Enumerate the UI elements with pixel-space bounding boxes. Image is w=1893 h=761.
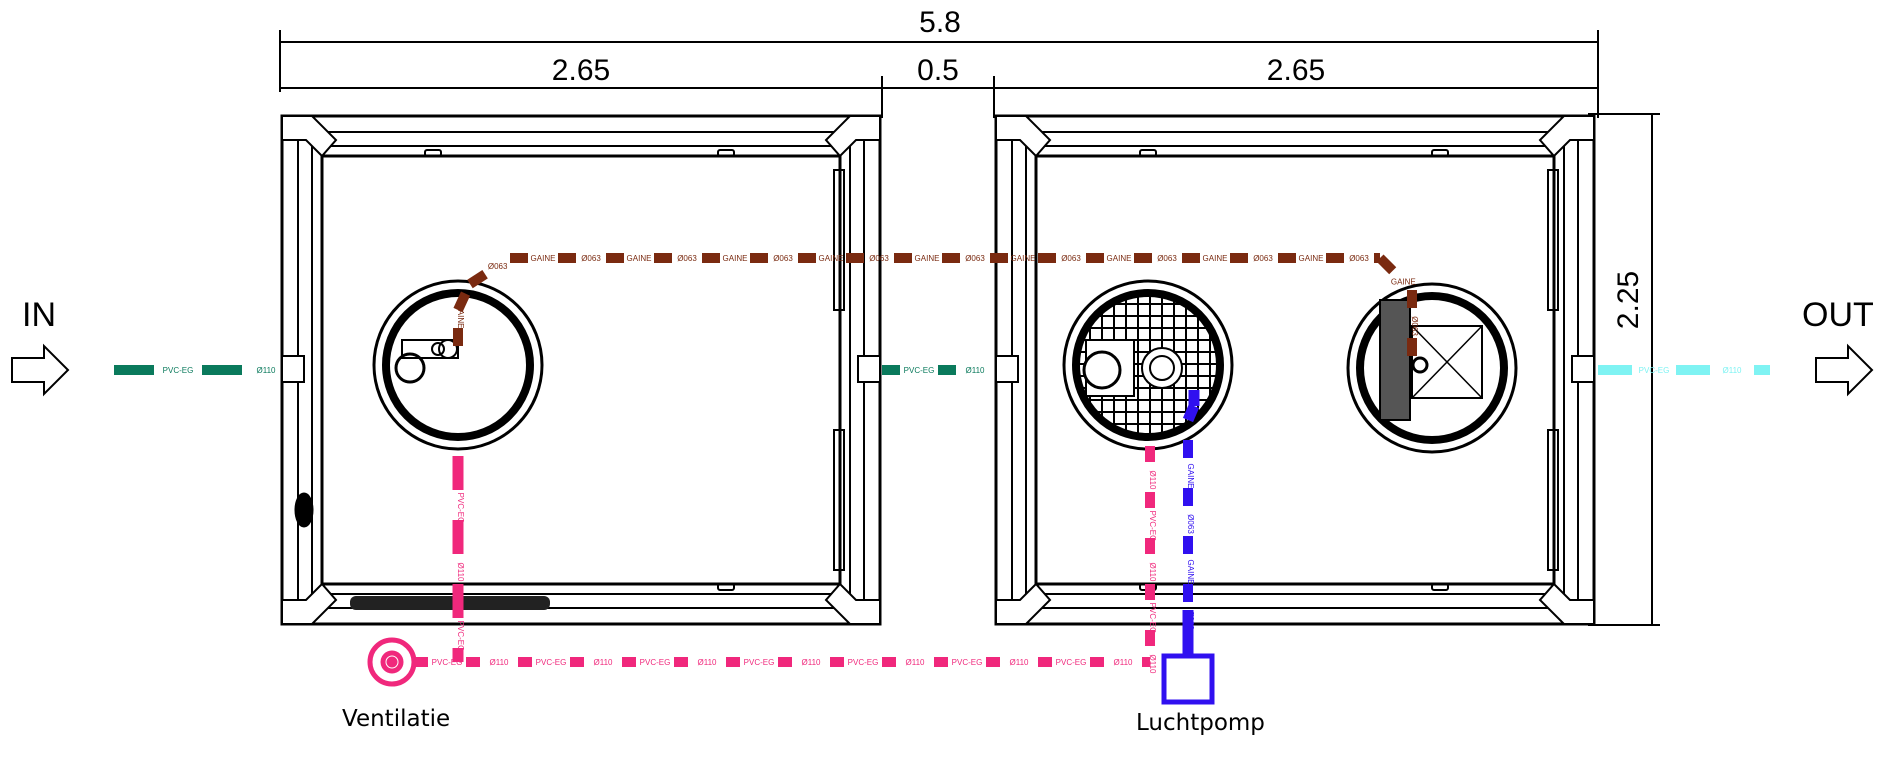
pipe-label: Ø110 [1148,655,1157,675]
ventilation-icon [367,637,417,687]
pipe-label: GAINE [1203,254,1228,263]
pipe-label: Ø110 [257,366,277,375]
label-outlet: OUT [1802,296,1874,334]
pipe-label: Ø110 [456,563,465,583]
dim-total-width: 5.8 [919,6,961,39]
inspection-opening-left [372,279,544,451]
pipe-segment [1182,403,1200,423]
pipe-label: Ø063 [1253,254,1273,263]
aeration-opening [1062,279,1234,451]
pipe-label: Ø063 [1349,254,1369,263]
pipe-label: GAINE [1011,254,1036,263]
pipe-inlet: PVC-EG Ø110 [114,365,277,375]
pipe-label: Ø063 [677,254,697,263]
pipe-label: PVC-EG [904,366,935,375]
pipe-label: PVC-EG [952,658,983,667]
label-inlet: IN [22,296,56,334]
pipe-label: Ø063 [1061,254,1081,263]
pipe-label: Ø110 [698,658,718,667]
outlet-arrow-icon [1815,343,1874,397]
pipe-air-pump [1182,390,1200,423]
pipe-label: GAINE [915,254,940,263]
pipe-label: GAINE [1186,464,1195,489]
pipe-label: PVC-EG [1056,658,1087,667]
pipe-label: Ø110 [1148,563,1157,583]
dim-height: 2.25 [1612,271,1645,329]
pipe-label: Ø110 [1148,471,1157,491]
pipe-label: PVC-EG [456,621,465,652]
pipe-label: PVC-EG [432,658,463,667]
pipe-label: PVC-EG [744,658,775,667]
pipe-label: PVC-EG [848,658,879,667]
pipe-label: Ø110 [802,658,822,667]
dimension-lines [279,30,1660,626]
pipe-label: Ø110 [594,658,614,667]
air-pump-icon [1161,653,1215,705]
pipe-label: GAINE [627,254,652,263]
pipe-label: Ø110 [490,658,510,667]
inlet-arrow-icon [11,343,70,397]
dim-tank-right-width: 2.65 [1267,54,1325,87]
pipe-stubs [281,355,1595,383]
pipe-label: Ø110 [966,366,986,375]
pipe-label: Ø063 [965,254,985,263]
label-air-pump: Luchtpomp [1136,710,1265,736]
pipe-label: PVC-EG [1148,603,1157,634]
filter-opening [1346,282,1518,454]
pipe-segment [467,269,488,289]
pipe-label: GAINE [1186,560,1195,585]
pipe-label: Ø063 [1410,316,1419,336]
pipe-label: GAINE [456,304,465,329]
tank-left [280,114,882,626]
pipe-label: Ø063 [869,254,889,263]
pipe-label: GAINE [1299,254,1324,263]
pipe-label: PVC-EG [1148,511,1157,542]
pipe-connection: PVC-EG Ø110 [882,365,986,375]
pipe-label: Ø110 [906,658,926,667]
pipe-label: GAINE [723,254,748,263]
pipe-segment [453,291,471,313]
pipe-label: GAINE [1391,277,1416,286]
pipe-label: Ø110 [1114,658,1134,667]
pipe-label: PVC-EG [1639,366,1670,375]
pipe-ventilation: PVC-EG Ø110 PVC-EG Ø110 PVC-EG Ø110 PVC-EG Ø110… [414,657,1150,667]
pipe-label: PVC-EG [536,658,567,667]
pipe-label: Ø063 [488,262,508,271]
pipe-outlet: PVC-EG Ø110 [1598,365,1770,375]
pipe-label: Ø063 [773,254,793,263]
pipe-label: Ø063 [1157,254,1177,263]
pipe-label: Ø110 [1010,658,1030,667]
pipe-label: GAINE [531,254,556,263]
pipe-label: GAINE [1107,254,1132,263]
dim-tank-left-width: 2.65 [552,54,610,87]
dim-gap-width: 0.5 [917,54,959,87]
manufacturer-logo [350,596,550,610]
pipe-label: Ø063 [1186,514,1195,534]
pipe-label: Ø110 [1723,366,1743,375]
pipe-label: PVC-EG [640,658,671,667]
pipe-label: PVC-EG [456,493,465,524]
pipe-label: GAINE [819,254,844,263]
pipe-label: Ø063 [581,254,601,263]
label-ventilation: Ventilatie [342,706,450,732]
pipe-label: PVC-EG [163,366,194,375]
pipe-segment [1376,254,1397,275]
